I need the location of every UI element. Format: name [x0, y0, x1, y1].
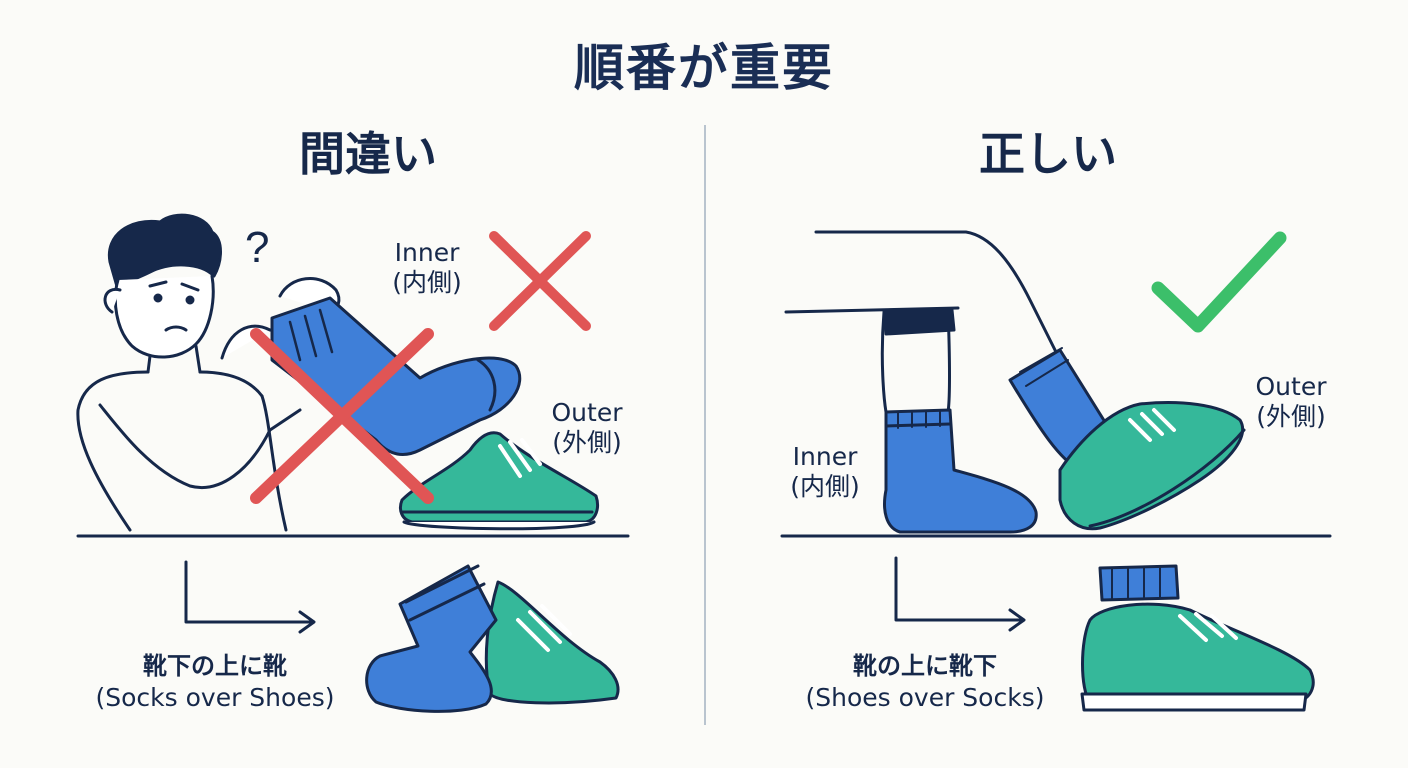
- right-outer-label-en: Outer: [1255, 372, 1327, 401]
- right-outer-label: Outer (外側): [1236, 372, 1346, 432]
- wrong-sock-icon: [270, 296, 522, 456]
- right-inner-sock-icon: [883, 408, 1038, 534]
- page-title: 順番が重要: [574, 39, 834, 97]
- wrong-outer-label-jp: (外側): [552, 428, 622, 457]
- wrong-caption-jp: 靴下の上に靴: [143, 652, 287, 680]
- wrong-caption: 靴下の上に靴 (Socks over Shoes): [70, 650, 360, 714]
- right-inner-label: Inner (内側): [770, 442, 880, 502]
- wrong-small-cross-icon: [489, 231, 591, 331]
- wrong-inner-label: Inner (内側): [372, 238, 482, 298]
- right-panel-title: 正しい: [979, 127, 1117, 181]
- wrong-caption-en: (Socks over Shoes): [95, 683, 335, 712]
- right-check-icon: [1151, 231, 1287, 333]
- seated-legs-figure: [784, 230, 1062, 414]
- right-outer-label-jp: (外側): [1256, 402, 1326, 431]
- wrong-inner-label-en: Inner: [394, 238, 460, 267]
- right-caption-en: (Shoes over Socks): [805, 683, 1045, 712]
- center-divider: [704, 125, 706, 725]
- wrong-outer-label: Outer (外側): [532, 398, 642, 458]
- confused-person-figure: [76, 213, 341, 532]
- right-caption-jp: 靴の上に靴下: [853, 652, 997, 680]
- right-result-illustration: [1080, 564, 1315, 712]
- right-inner-label-jp: (内側): [790, 472, 860, 501]
- wrong-shoe-icon: [398, 431, 600, 531]
- right-inner-label-en: Inner: [792, 442, 858, 471]
- wrong-arrow-icon: [184, 560, 314, 624]
- right-outer-shoe-icon: [1008, 347, 1246, 531]
- wrong-result-illustration: [365, 564, 620, 713]
- wrong-cross-icon: [250, 328, 434, 504]
- wrong-panel-title: 間違い: [299, 127, 437, 181]
- wrong-inner-label-jp: (内側): [392, 268, 462, 297]
- right-arrow-icon: [894, 556, 1024, 622]
- right-caption: 靴の上に靴下 (Shoes over Socks): [780, 650, 1070, 714]
- question-mark-icon: ?: [245, 223, 269, 272]
- wrong-outer-label-en: Outer: [551, 398, 623, 427]
